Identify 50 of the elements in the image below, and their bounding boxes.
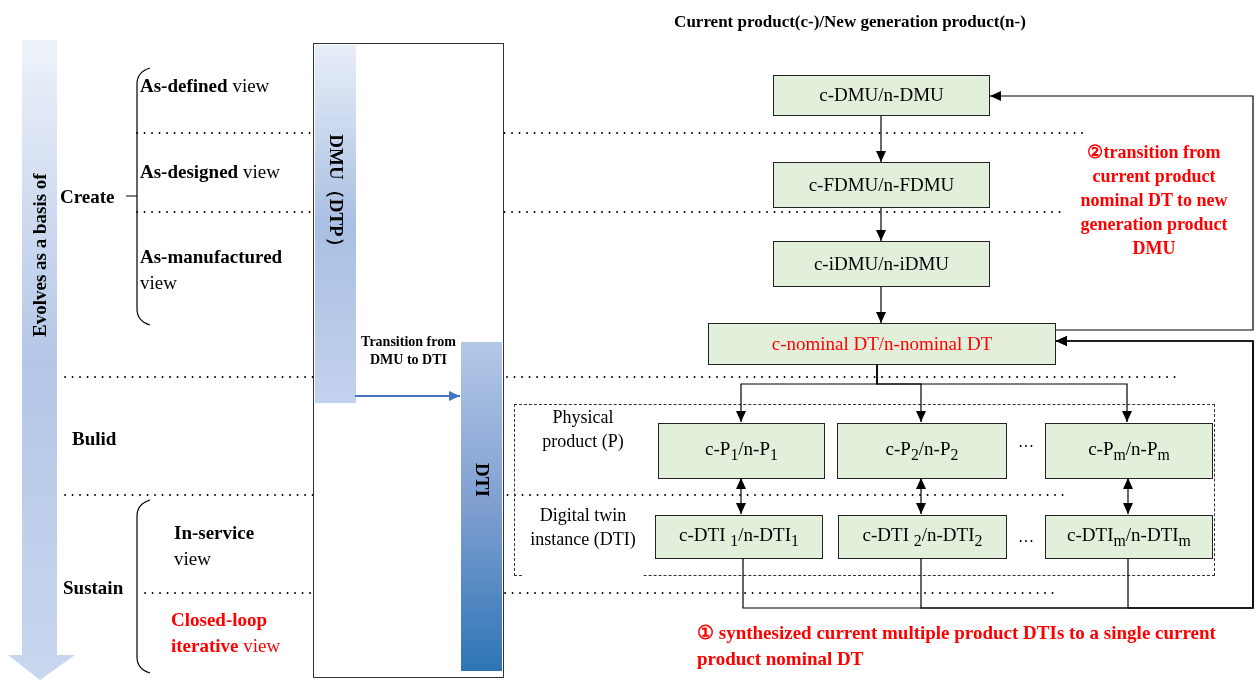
process-box: [837, 423, 1007, 479]
arrow: [876, 207, 886, 242]
view-label: As-designed view: [140, 160, 281, 184]
double-arrow: [736, 477, 746, 515]
double-arrow: [1123, 477, 1133, 515]
phase-label: Create: [60, 185, 116, 209]
box-label: c-DTI$_{m}$/n-DTI$_{m}$: [1067, 522, 1191, 551]
box-label: c-DTI $_{1}$/n-DTI$_{1}$: [679, 522, 799, 551]
process-box: [1045, 423, 1213, 479]
box-label: c-FDMU/n-FDMU: [808, 172, 955, 197]
view-label: In-service view: [174, 521, 256, 572]
ellipsis: ···: [1018, 532, 1035, 552]
view-label: As-manufactured view: [140, 245, 284, 296]
view-label: Closed-loop iterative view: [171, 608, 282, 659]
gradient-bar: [461, 342, 502, 671]
axis-label: Evolves as a basis of: [27, 172, 51, 339]
view-label: As-defined view: [140, 74, 271, 98]
process-box: [773, 241, 990, 287]
process-box: [773, 75, 990, 116]
group-frame: [514, 404, 1215, 576]
box-label: c-nominal DT/n-nominal DT: [771, 331, 993, 356]
double-arrow: [916, 477, 926, 515]
process-box: [838, 515, 1007, 559]
arrow: [1055, 336, 1254, 609]
box-label: c-P$_{1}$/n-P$_{1}$: [705, 436, 778, 465]
bar-label: DTI: [470, 463, 494, 498]
process-box: [708, 323, 1056, 365]
gradient-bar: [315, 45, 356, 403]
ellipsis: ···: [1018, 437, 1035, 457]
box-label: c-DTI $_{2}$/n-DTI$_{2}$: [862, 522, 983, 551]
arrow: [989, 91, 1254, 331]
arrow: [876, 115, 886, 163]
box-label: c-iDMU/n-iDMU: [813, 251, 950, 276]
box-label: c-P$_{2}$/n-P$_{2}$: [885, 436, 959, 465]
arrow: [876, 286, 886, 324]
bar-label: DMU（DTP）: [324, 134, 348, 257]
phase-label: Bulid: [72, 427, 118, 451]
arrow: [876, 364, 1132, 423]
process-box: [1045, 515, 1213, 559]
box-label: c-P$_{m}$/n-P$_{m}$: [1088, 436, 1170, 465]
phase-label: Sustain: [63, 576, 125, 600]
box-label: c-DMU/n-DMU: [819, 83, 944, 108]
process-box: [655, 515, 823, 559]
annotation: ① synthesized current multiple product DTIs to a single current product nominal DT: [697, 621, 1217, 672]
edge-label: Transition from DMU to DTI: [360, 333, 457, 369]
process-box: [658, 423, 825, 479]
process-box: [773, 162, 990, 208]
heading: Current product(c-)/New generation product(n-): [673, 12, 1027, 32]
arrow: [354, 391, 461, 401]
panel-frame: [313, 43, 504, 678]
